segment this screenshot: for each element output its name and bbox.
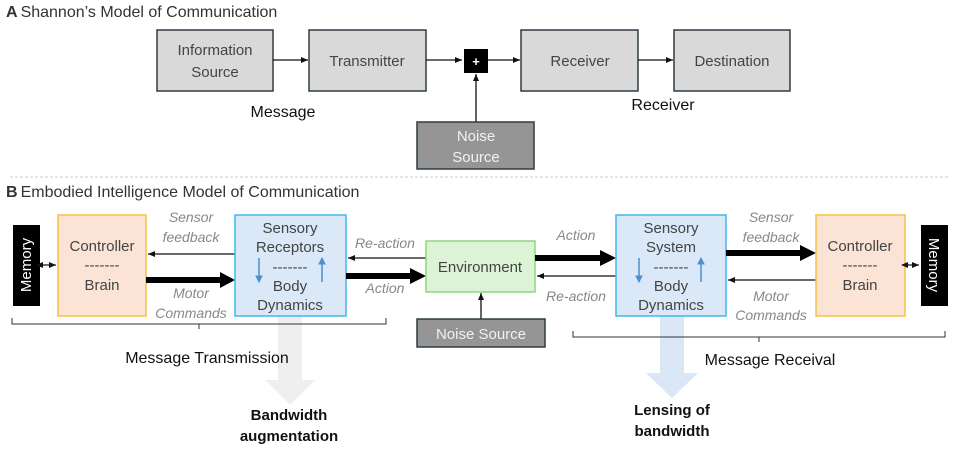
noise-source-box-b [416, 318, 546, 348]
lensing-label-2: bandwidth [635, 423, 710, 440]
left-brain-label: Brain [84, 277, 119, 294]
noise-source-a-label-1: Noise [457, 128, 495, 145]
message-receival-brace [572, 331, 946, 342]
left-memory-label: Memory [18, 237, 35, 292]
right-controller-label: Controller [827, 238, 892, 255]
destination-label: Destination [694, 53, 769, 70]
left-inner-arrows [255, 256, 326, 284]
lensing-arrow [646, 316, 698, 398]
left-motor-label-2: Commands [155, 305, 227, 321]
bandwidth-augmentation-arrow [265, 316, 315, 405]
receiver-caption: Receiver [631, 97, 695, 114]
right-sensor-label-1: Sensor [749, 209, 795, 225]
bandwidth-augmentation-label-1: Bandwidth [251, 407, 328, 424]
right-controller-divider: ------- [843, 257, 878, 274]
message-label: Message [251, 104, 316, 121]
information-source-box [156, 29, 274, 92]
destination-box [673, 29, 791, 92]
bandwidth-augmentation-label-2: augmentation [240, 428, 338, 445]
right-sensor-feedback-arrowhead [800, 245, 816, 261]
left-reaction-label: Re-action [355, 235, 415, 251]
right-sensor-label-2: feedback [743, 229, 801, 245]
left-sensory-label-2: Receptors [256, 239, 324, 256]
message-transmission-brace [11, 318, 387, 329]
left-sensory-label-1: Sensory [262, 220, 318, 237]
left-dynamics-label: Dynamics [257, 297, 323, 314]
right-motor-label-2: Commands [735, 307, 807, 323]
right-memory-box [921, 225, 948, 306]
right-reaction-label: Re-action [546, 288, 606, 304]
right-memory-label: Memory [925, 238, 942, 293]
left-motor-label-1: Motor [173, 285, 210, 301]
right-body-label: Body [654, 278, 689, 295]
left-sensor-label-1: Sensor [169, 209, 215, 225]
right-controller-box [815, 214, 906, 317]
left-down-arrowhead [255, 275, 263, 284]
left-sensor-label-2: feedback [163, 229, 221, 245]
right-down-arrowhead [635, 275, 643, 284]
information-source-label-2: Source [191, 64, 239, 81]
right-sensory-box [615, 214, 727, 317]
information-source-label-1: Information [177, 42, 252, 59]
left-memory-box [13, 225, 40, 306]
right-sensory-label-2: System [646, 239, 696, 256]
message-transmission-label: Message Transmission [125, 350, 289, 367]
left-sensory-divider: ------- [273, 259, 308, 276]
environment-label: Environment [438, 259, 523, 276]
left-body-label: Body [273, 278, 308, 295]
left-action-label: Action [365, 280, 405, 296]
left-controller-divider: ------- [85, 257, 120, 274]
message-receival-label: Message Receival [705, 352, 836, 369]
left-sensory-box [234, 214, 347, 317]
left-controller-box [57, 214, 147, 317]
left-action-arrowhead [410, 268, 426, 284]
plus-icon: + [472, 54, 480, 69]
receiver-box-label: Receiver [550, 53, 609, 70]
noise-source-b-label: Noise Source [436, 326, 526, 343]
right-action-label: Action [556, 227, 596, 243]
right-sensory-label-1: Sensory [643, 220, 699, 237]
right-up-arrowhead [697, 256, 705, 265]
environment-box [425, 240, 536, 293]
transmitter-label: Transmitter [329, 53, 404, 70]
adder-node [464, 49, 488, 73]
left-motor-commands-arrowhead [220, 272, 235, 288]
left-controller-label: Controller [69, 238, 134, 255]
noise-source-a-label-2: Source [452, 149, 500, 166]
right-motor-label-1: Motor [753, 288, 790, 304]
left-up-arrowhead [318, 256, 326, 265]
right-inner-arrows [635, 256, 705, 284]
right-dynamics-label: Dynamics [638, 297, 704, 314]
right-sensory-divider: ------- [654, 259, 689, 276]
noise-source-box-a [416, 121, 535, 170]
right-action-arrowhead [600, 250, 616, 266]
right-brain-label: Brain [842, 277, 877, 294]
lensing-label-1: Lensing of [634, 402, 711, 419]
